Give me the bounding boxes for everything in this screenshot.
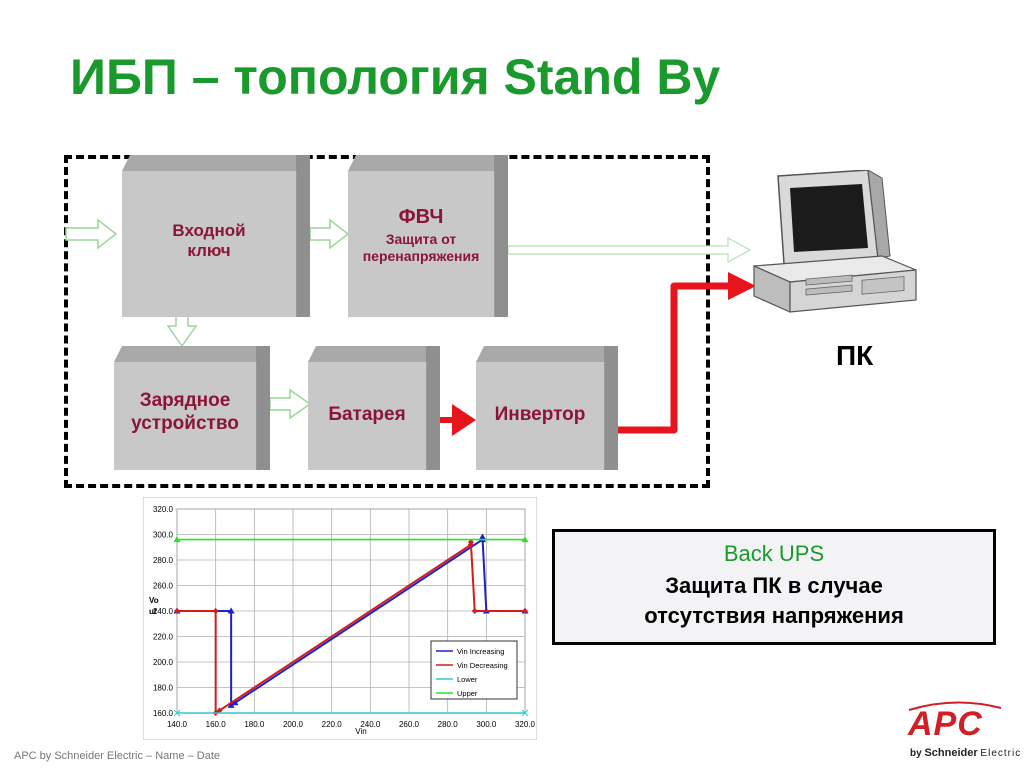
data-point [231,699,239,706]
data-point [216,707,223,714]
series-line-0 [177,536,525,708]
y-tick-label: 320.0 [153,505,174,514]
info-line3: отсутствия напряжения [644,603,904,628]
inverter-label: Инвертор [494,404,586,425]
y-tick-label: 220.0 [153,633,174,642]
y-tick-label: 260.0 [153,582,174,591]
y-axis-label-line1: Vo [149,596,159,605]
charger-line1: Зарядное [139,390,231,411]
y-tick-label: 240.0 [153,607,174,616]
info-box: Back UPS Защита ПК в случае отсутствия н… [552,529,996,645]
data-point [227,607,235,614]
input-switch-line1: Входной [172,221,246,240]
legend-entry: Upper [457,689,478,698]
apc-logo: APC [908,705,983,743]
y-axis-label-line2: ut [149,607,157,616]
data-point [471,608,478,614]
apc-logo-swoosh [908,701,1002,711]
x-tick-label: 200.0 [283,720,304,729]
filter-sub-line1: Защита от [385,231,457,247]
filter-to-pc-arrow [507,236,752,264]
chart-panel: 160.0 180.0 200.0 220.0 240.0 260.0 280.0 300.0… [142,496,538,741]
footer-text: APC by Schneider Electric – Name – Date [14,750,221,762]
battery-label: Батарея [328,404,406,425]
y-tick-label: 160.0 [153,709,174,718]
x-tick-label: 300.0 [476,720,497,729]
data-point [521,536,529,543]
switch-to-charger-arrow [166,315,198,348]
info-line2: Защита ПК в случае [665,573,883,598]
x-tick-label: 180.0 [244,720,265,729]
block-input-switch: Входной ключ [122,155,310,317]
x-tick-label: 240.0 [360,720,381,729]
apc-logo-sub: by Schneider Electric [910,747,1022,759]
legend-entry: Lower [457,675,478,684]
data-point [174,608,180,614]
inverter-to-pc-path [618,282,730,434]
data-point [478,533,486,540]
x-axis-label: Vin [355,727,366,736]
block-charger: Зарядное устройство [114,346,270,470]
info-line1: Back UPS [723,541,825,566]
y-tick-label: 180.0 [153,684,174,693]
legend-entry: Vin Decreasing [457,661,508,670]
data-point [522,608,528,614]
x-tick-label: 320.0 [515,720,536,729]
battery-to-inverter-arrow [432,404,476,436]
filter-title: ФВЧ [398,206,444,228]
inverter-to-pc-arrowhead [728,272,756,300]
filter-sub-line2: перенапряжения [362,247,480,264]
y-tick-label: 300.0 [153,531,174,540]
input-arrow [65,218,118,250]
x-tick-label: 220.0 [322,720,343,729]
vout-vin-chart: 160.0 180.0 200.0 220.0 240.0 260.0 280.0 300.0… [142,496,538,741]
page-title: ИБП – топология Stand By [70,49,721,105]
pc-label: ПК [836,340,874,371]
y-tick-label: 280.0 [153,556,174,565]
x-tick-label: 140.0 [167,720,188,729]
computer-icon [753,170,917,313]
data-point [227,701,235,708]
x-tick-label: 280.0 [438,720,459,729]
data-point [173,536,181,543]
y-tick-label: 200.0 [153,658,174,667]
data-point [467,539,474,546]
data-point [173,709,181,717]
data-point [212,608,219,614]
block-filter: ФВЧ Защита от перенапряжения [348,155,508,317]
charger-line2: устройство [131,412,239,434]
input-switch-line2: ключ [187,241,231,261]
data-point [521,709,529,717]
switch-to-filter-arrow [309,218,350,250]
charger-to-battery-arrow [269,388,312,420]
legend-entry: Vin Increasing [457,647,504,656]
x-tick-label: 260.0 [399,720,420,729]
block-inverter: Инвертор [476,346,618,470]
block-battery: Батарея [308,346,440,470]
x-tick-label: 160.0 [206,720,227,729]
series-line-1 [177,542,525,715]
